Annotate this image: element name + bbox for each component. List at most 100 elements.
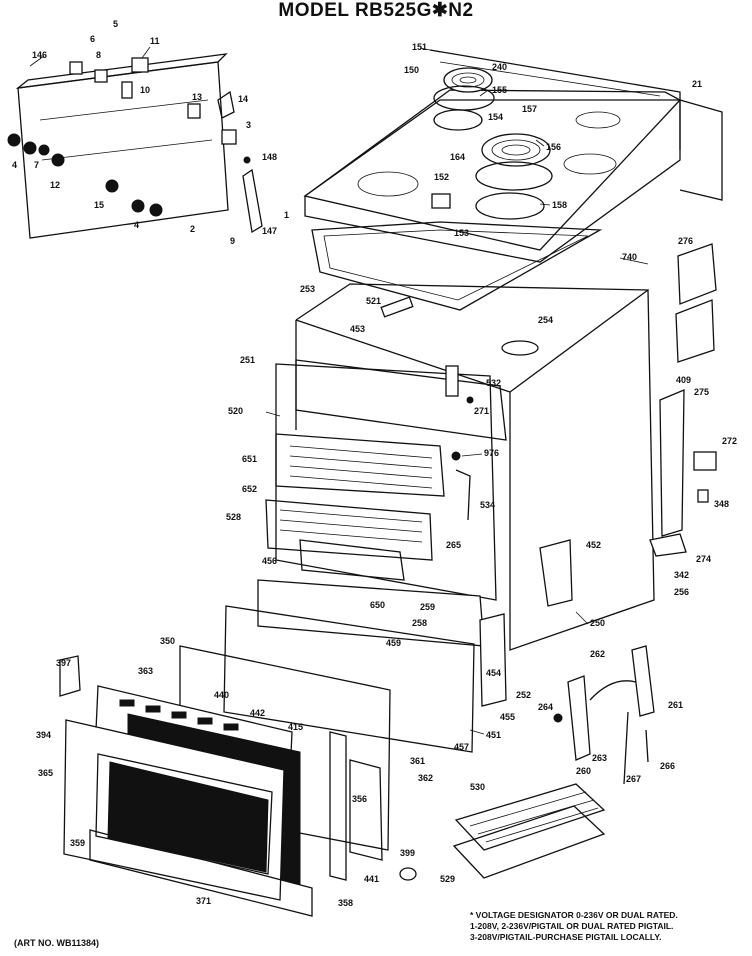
broiler-pan-529 xyxy=(452,805,606,879)
callout-12: 12 xyxy=(50,180,60,190)
callout-146: 146 xyxy=(32,50,47,60)
callout-441: 441 xyxy=(364,874,379,884)
surface-unit-150 xyxy=(443,67,493,93)
callout-21: 21 xyxy=(692,79,702,89)
callout-457: 457 xyxy=(454,742,469,752)
callout-652: 652 xyxy=(242,484,257,494)
callout-272: 272 xyxy=(722,436,737,446)
bracket-275 xyxy=(659,389,685,537)
broiler-pan xyxy=(452,783,606,879)
callout-356: 356 xyxy=(352,794,367,804)
callout-276: 276 xyxy=(678,236,693,246)
callout-153: 153 xyxy=(454,228,469,238)
broiler-grid-530 xyxy=(454,783,606,851)
control-panel xyxy=(7,53,263,239)
side-trim-21 xyxy=(679,99,723,201)
callout-362: 362 xyxy=(418,773,433,783)
switch-11 xyxy=(131,57,149,73)
receptacle-152 xyxy=(431,193,451,209)
oven-racks xyxy=(265,433,471,581)
part-264 xyxy=(553,713,563,723)
callout-440: 440 xyxy=(214,690,229,700)
callout-254: 254 xyxy=(538,315,553,325)
callout-363: 363 xyxy=(138,666,153,676)
vent-251 xyxy=(295,359,507,441)
callout-520: 520 xyxy=(228,406,243,416)
callout-259: 259 xyxy=(420,602,435,612)
callout-452: 452 xyxy=(586,540,601,550)
callout-365: 365 xyxy=(38,768,53,778)
callout-740: 740 xyxy=(622,252,637,262)
note-line-2: 1-208V, 2-236V/PIGTAIL OR DUAL RATED PIG… xyxy=(470,921,674,931)
drawer-front-258 xyxy=(257,579,485,647)
cover-276 xyxy=(677,243,717,305)
callout-164: 164 xyxy=(450,152,465,162)
callout-394: 394 xyxy=(36,730,51,740)
bake-element-650 xyxy=(299,539,405,581)
door-panel-459 xyxy=(223,605,475,753)
knob-15 xyxy=(105,179,119,193)
part-399 xyxy=(399,867,417,881)
callout-150: 150 xyxy=(404,65,419,75)
callout-454: 454 xyxy=(486,668,501,678)
callout-14: 14 xyxy=(238,94,248,104)
spring-267 xyxy=(623,711,629,785)
rack-528 xyxy=(265,499,433,561)
callout-271: 271 xyxy=(474,406,489,416)
callout-253: 253 xyxy=(300,284,315,294)
surface-unit-164 xyxy=(481,133,551,167)
callout-158: 158 xyxy=(552,200,567,210)
oven-liner-520 xyxy=(275,363,497,601)
callout-252: 252 xyxy=(516,690,531,700)
callout-532: 532 xyxy=(486,378,501,388)
callout-342: 342 xyxy=(674,570,689,580)
part-976 xyxy=(451,451,461,461)
callout-267: 267 xyxy=(626,774,641,784)
callout-361: 361 xyxy=(410,756,425,766)
callout-528: 528 xyxy=(226,512,241,522)
callout-4b: 4 xyxy=(134,220,139,230)
hinge-356 xyxy=(349,759,383,861)
callout-415: 415 xyxy=(288,722,303,732)
callout-455: 455 xyxy=(500,712,515,722)
art-number: (ART NO. WB11384) xyxy=(14,938,100,948)
part-348 xyxy=(697,489,709,503)
callout-399: 399 xyxy=(400,848,415,858)
frame-253 xyxy=(311,221,603,311)
knob-12 xyxy=(51,153,65,167)
callout-151: 151 xyxy=(412,42,427,52)
callout-2: 2 xyxy=(190,224,195,234)
callout-442: 442 xyxy=(250,708,265,718)
callout-453: 453 xyxy=(350,324,365,334)
callout-529: 529 xyxy=(440,874,455,884)
callout-530: 530 xyxy=(470,782,485,792)
rack-651 xyxy=(275,433,445,497)
callout-260: 260 xyxy=(576,766,591,776)
trim-147 xyxy=(242,168,263,234)
callout-240: 240 xyxy=(492,62,507,72)
callout-148: 148 xyxy=(262,152,277,162)
hinge-260 xyxy=(567,675,591,761)
callout-5: 5 xyxy=(113,19,118,29)
callout-13: 13 xyxy=(192,92,202,102)
callout-397: 397 xyxy=(56,658,71,668)
voltage-designator-note: * VOLTAGE DESIGNATOR 0-236V OR DUAL RATE… xyxy=(470,910,750,943)
hinge-397 xyxy=(59,655,81,697)
part-521 xyxy=(380,296,414,318)
callout-275: 275 xyxy=(694,387,709,397)
callout-9: 9 xyxy=(230,236,235,246)
callout-157: 157 xyxy=(522,104,537,114)
vent-duct-532 xyxy=(445,365,459,397)
callout-152: 152 xyxy=(434,172,449,182)
callout-251: 251 xyxy=(240,355,255,365)
door-hinge-parts xyxy=(553,645,655,785)
callout-456: 456 xyxy=(262,556,277,566)
callout-258: 258 xyxy=(412,618,427,628)
door-outer-359 xyxy=(89,829,313,917)
callout-274: 274 xyxy=(696,554,711,564)
callout-350: 350 xyxy=(160,636,175,646)
callout-371: 371 xyxy=(196,896,211,906)
callout-labels: 146 6 5 8 11 10 13 14 3 148 4 7 12 15 4 … xyxy=(12,19,737,908)
callout-250: 250 xyxy=(590,618,605,628)
